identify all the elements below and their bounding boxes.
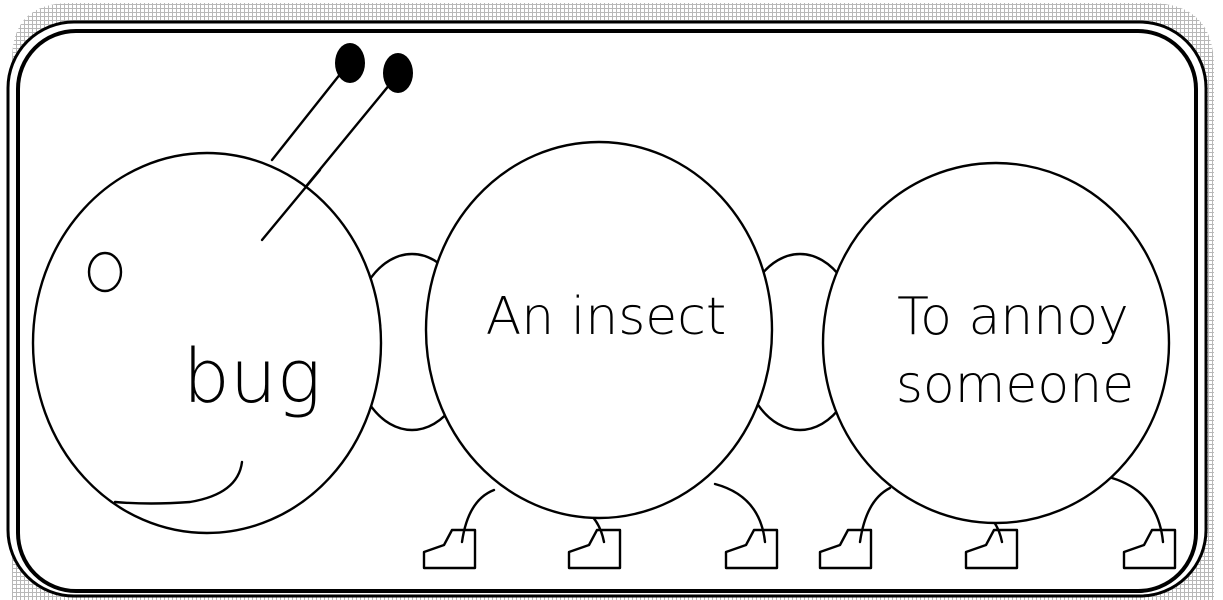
- body-segment-1: [424, 140, 774, 520]
- leg-4: [858, 486, 892, 544]
- body-segment-2: [821, 161, 1171, 525]
- foot-2: [567, 528, 622, 570]
- foot-4: [818, 528, 873, 570]
- antenna-right-over-head: [260, 168, 322, 242]
- eye: [87, 251, 123, 293]
- leg-6: [1110, 476, 1165, 544]
- leg-3: [713, 482, 767, 544]
- foot-5: [964, 528, 1019, 570]
- card-inner-border: [16, 29, 1198, 593]
- meaning-2-line-1: To annoy: [897, 287, 1129, 347]
- meaning-2-line-2: someone: [896, 355, 1134, 415]
- head-segment: [31, 151, 383, 535]
- antenna-right-tip: [383, 53, 413, 93]
- antenna-left: [270, 66, 347, 162]
- meaning-1-line-1: An insect: [486, 287, 727, 347]
- smile: [113, 460, 244, 505]
- foot-6: [1122, 528, 1177, 570]
- foot-3: [724, 528, 779, 570]
- foot-1: [422, 528, 477, 570]
- antenna-left-tip: [335, 43, 365, 83]
- vocabulary-word: bug: [183, 334, 321, 420]
- leg-1: [460, 488, 496, 544]
